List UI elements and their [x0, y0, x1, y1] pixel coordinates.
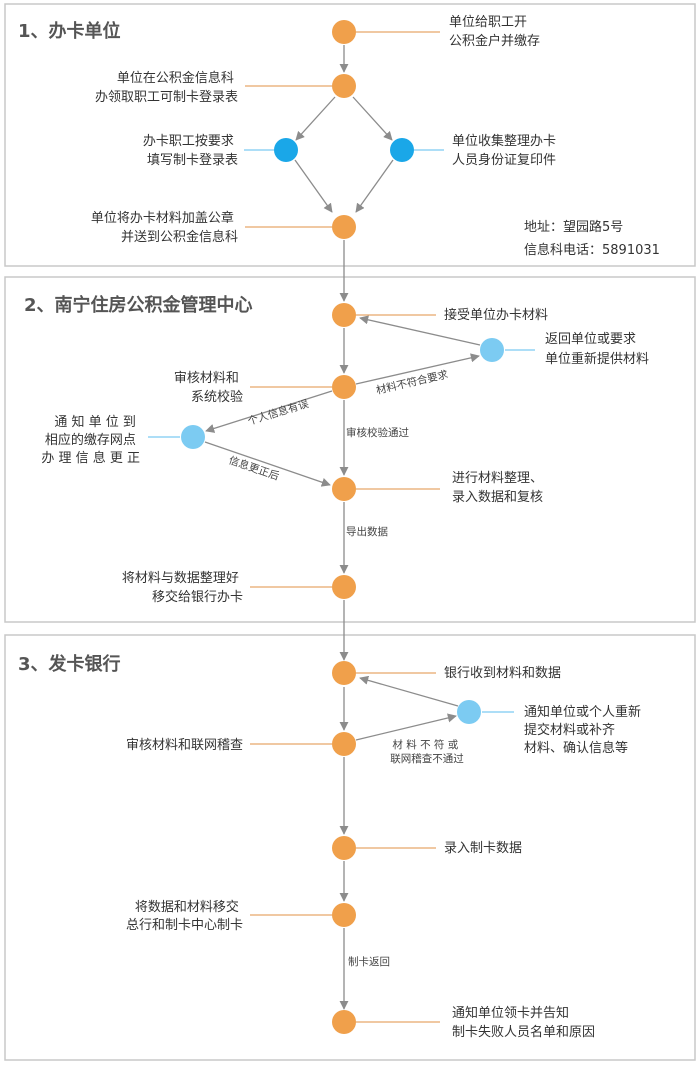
node-label: 单位给职工开 公积金户并缴存	[449, 15, 540, 49]
edge	[359, 675, 459, 707]
step-node	[332, 215, 356, 239]
step-node	[332, 74, 356, 98]
edge	[355, 159, 394, 213]
section-title-1: 1、办卡单位	[18, 20, 121, 42]
step-node	[332, 575, 356, 599]
node-label: 审核材料和 系统校验	[174, 371, 243, 405]
node-label: 银行收到材料和数据	[444, 666, 561, 681]
edge	[359, 315, 481, 346]
edge-label: 制卡返回	[348, 955, 390, 968]
edge	[204, 441, 331, 487]
node-label: 返回单位或要求 单位重新提供材料	[545, 332, 649, 367]
node-label: 审核材料和联网稽查	[126, 738, 243, 753]
branch-node	[390, 138, 414, 162]
edge	[355, 713, 457, 741]
edge	[355, 353, 480, 385]
step-node	[332, 20, 356, 44]
step-node	[332, 903, 356, 927]
step-node	[332, 375, 356, 399]
node-label: 单位收集整理办卡 人员身份证复印件	[452, 133, 560, 168]
feedback-node	[457, 700, 481, 724]
step-node	[332, 1010, 356, 1034]
feedback-node	[181, 425, 205, 449]
step-node	[332, 303, 356, 327]
edge-label: 材 料 不 符 或 联网稽查不通过	[390, 738, 464, 765]
node-label: 通知单位领卡并告知 制卡失败人员名单和原因	[452, 1005, 595, 1040]
section-title-2: 2、南宁住房公积金管理中心	[24, 294, 253, 316]
node-label: 录入制卡数据	[444, 841, 522, 856]
info-phone: 信息科电话：5891031	[524, 242, 660, 258]
info-address: 地址：望园路5号	[524, 219, 623, 235]
section-panel-2	[4, 276, 696, 623]
node-label: 接受单位办卡材料	[444, 307, 548, 323]
step-node	[332, 477, 356, 501]
node-label: 进行材料整理、 录入数据和复核	[452, 471, 547, 505]
edge-label: 审核校验通过	[346, 426, 409, 439]
edge	[205, 390, 333, 433]
node-label: 将数据和材料移交 总行和制卡中心制卡	[126, 899, 243, 933]
node-label: 通知单位或个人重新 提交材料或补齐 材料、确认信息等	[524, 704, 645, 756]
node-label: 办卡职工按要求 填写制卡登录表	[143, 134, 238, 168]
edge	[294, 159, 333, 213]
node-label: 通 知 单 位 到 相应的缴存网点 办 理 信 息 更 正	[41, 414, 140, 466]
node-label: 将材料与数据整理好 移交给银行办卡	[122, 571, 243, 605]
node-label: 单位将办卡材料加盖公章 并送到公积金信息科	[91, 210, 238, 245]
step-node	[332, 732, 356, 756]
node-label: 单位在公积金信息科 办领取职工可制卡登录表	[95, 70, 238, 105]
branch-node	[274, 138, 298, 162]
step-node	[332, 661, 356, 685]
edge-label: 导出数据	[346, 525, 388, 538]
step-node	[332, 836, 356, 860]
feedback-node	[480, 338, 504, 362]
edge	[352, 96, 393, 141]
edge	[295, 96, 336, 141]
section-title-3: 3、发卡银行	[18, 653, 121, 675]
